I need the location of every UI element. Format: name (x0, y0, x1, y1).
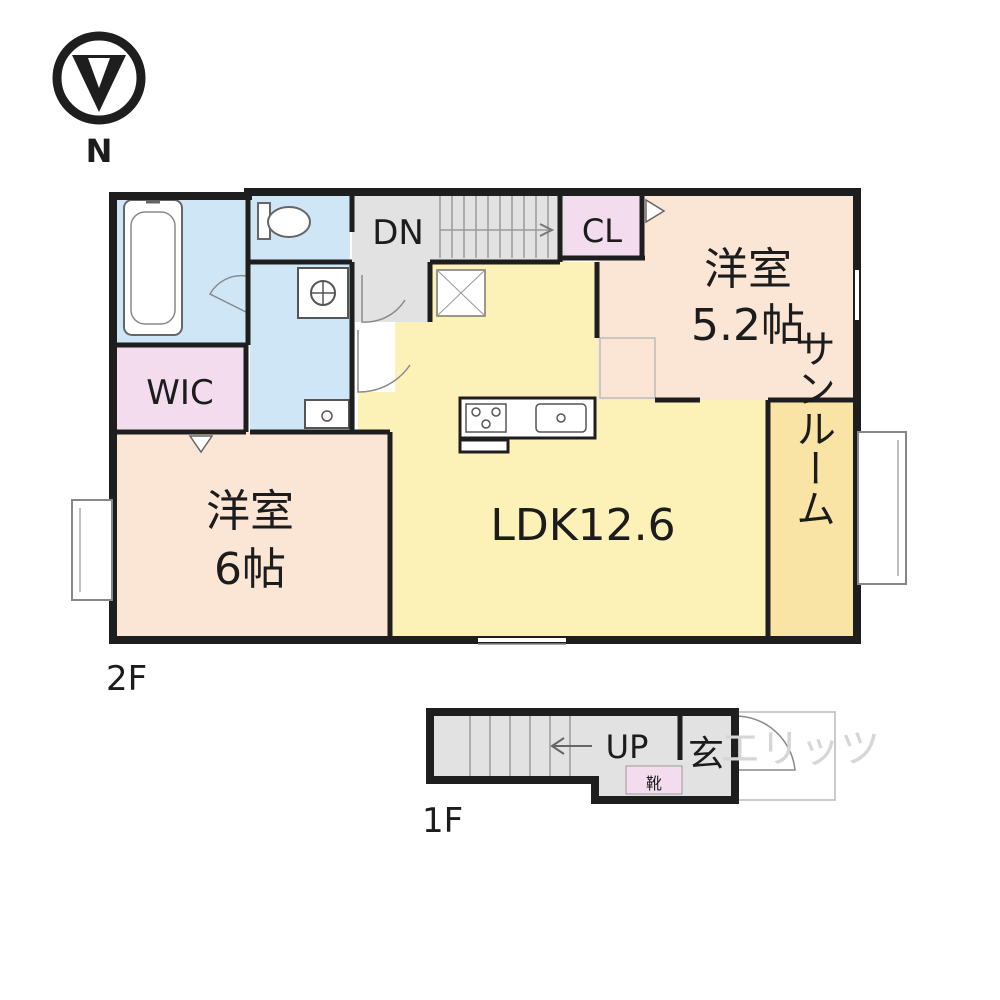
ldk-area (358, 262, 768, 640)
up-arrow-icon (550, 737, 592, 755)
first-floor (426, 708, 836, 804)
kitchen-counter (458, 396, 597, 454)
western-room-b-title: 洋室 (206, 486, 294, 537)
entrance-porch (734, 711, 836, 801)
bath-door-swing (208, 274, 247, 313)
stairs-down-label: DN (372, 213, 424, 253)
wic-label: WIC (146, 373, 213, 413)
wash-basin-icon (304, 399, 350, 429)
hall-area (355, 262, 430, 322)
fridge-space (599, 337, 656, 399)
floor-1-label: 1F (422, 801, 463, 841)
wic-area (113, 345, 246, 432)
shoe-box-label: 靴 (646, 774, 662, 793)
toilet-icon (257, 202, 311, 240)
wic-door-marker (188, 435, 214, 454)
outer-wall (109, 188, 861, 644)
cl-door-marker (645, 198, 666, 224)
first-floor-wall (426, 708, 739, 804)
hall-landing (355, 322, 395, 392)
north-label: N (86, 132, 113, 170)
stairs-up-label: UP (606, 728, 649, 766)
floor-2-label: 2F (106, 659, 147, 699)
entrance-door-swing (734, 715, 796, 771)
closet-label: CL (582, 212, 622, 250)
balcony-left (71, 499, 113, 601)
ldk-label: LDK12.6 (490, 500, 675, 551)
interior-walls (113, 192, 857, 640)
entrance-label: 玄 (688, 734, 724, 775)
watermark: エリッツ (720, 726, 880, 772)
second-floor (71, 188, 907, 645)
storage-box-icon (436, 269, 486, 317)
washroom-door-swing (357, 330, 411, 393)
bathtub-icon (123, 199, 183, 336)
sunroom-area (768, 400, 857, 640)
sunroom-label: サンルーム (789, 328, 835, 528)
hall-door-swing (361, 275, 406, 323)
western-room-a-title: 洋室 (704, 244, 792, 295)
western-room-a-size: 5.2帖 (691, 300, 805, 351)
stair-area (352, 192, 565, 262)
north-arrow-icon (52, 31, 146, 125)
closet-area (565, 192, 642, 258)
washing-machine-icon (297, 267, 349, 319)
balcony-right (857, 431, 907, 585)
western-room-b-size: 6帖 (214, 544, 286, 595)
western-room-b-area (113, 432, 390, 640)
shoe-box-area (625, 765, 683, 795)
stair-arrow-icon (539, 223, 555, 237)
